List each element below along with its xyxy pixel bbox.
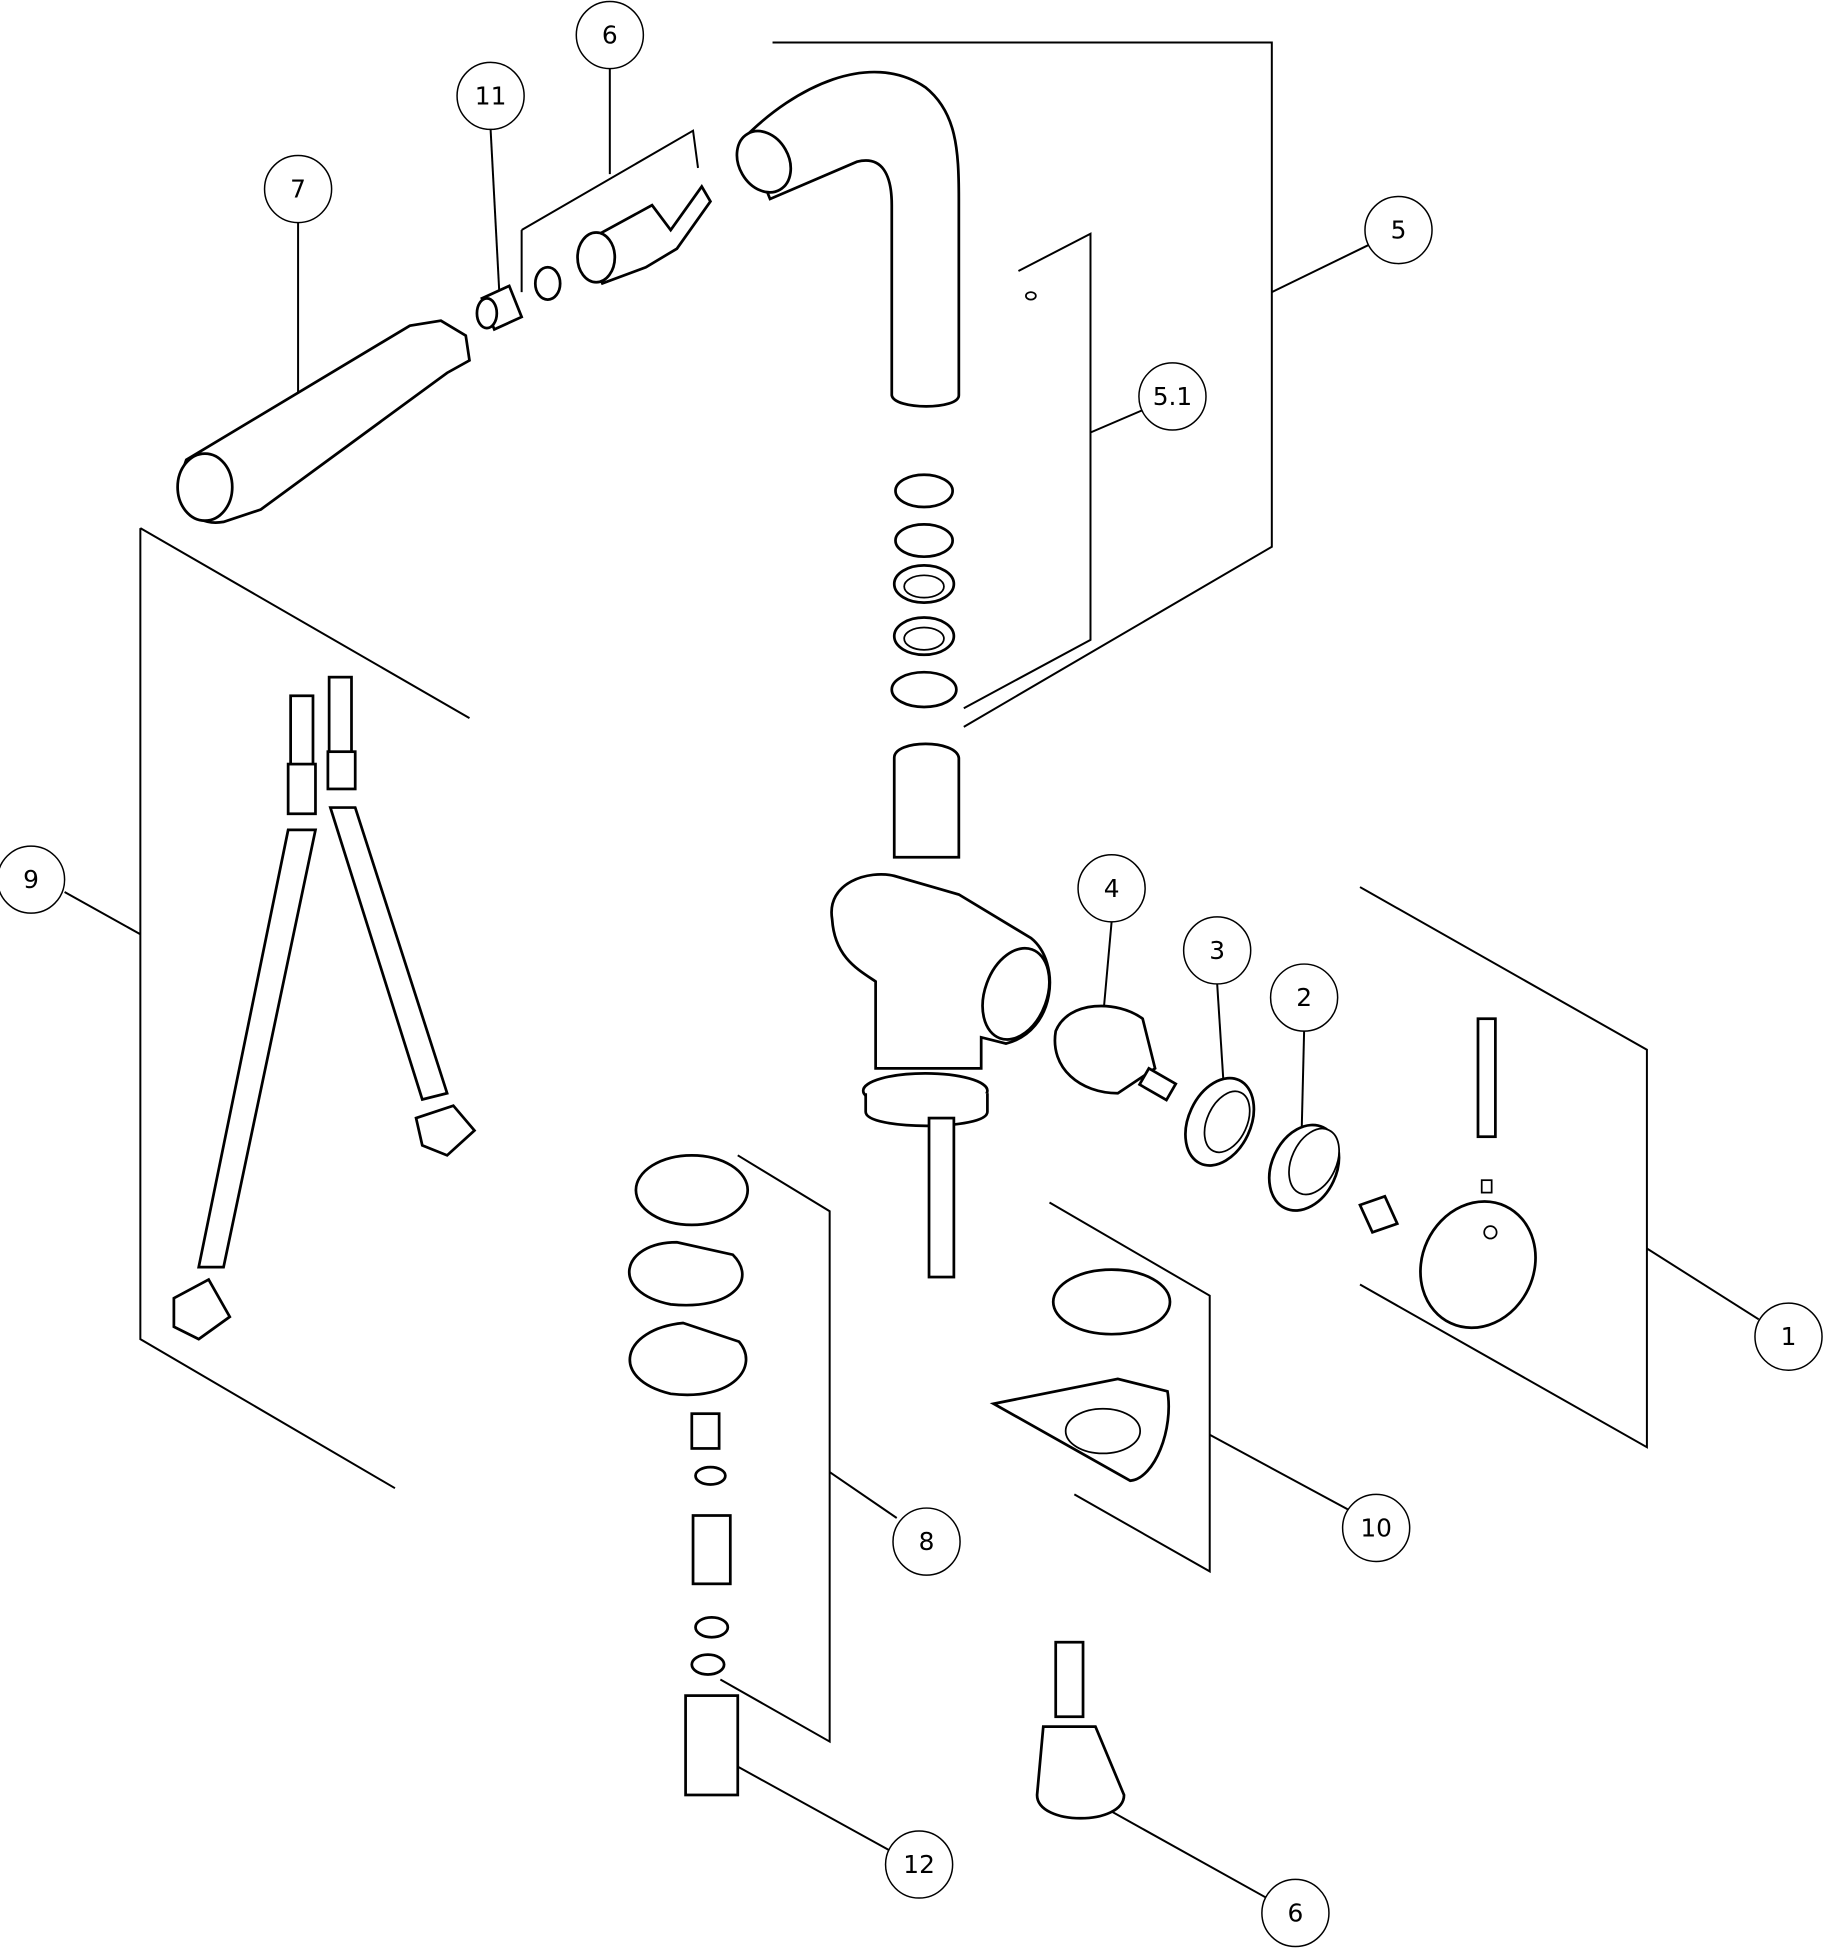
callout-6: 6 [1261, 1878, 1330, 1948]
callout-label: 12 [903, 1850, 935, 1879]
callout-circle [1077, 854, 1146, 923]
callout-label: 2 [1296, 983, 1312, 1012]
callout-label: 5.1 [1153, 382, 1193, 411]
callout-10: 10 [1341, 1493, 1411, 1563]
callout-7: 7 [263, 154, 333, 224]
callout-label: 4 [1104, 874, 1120, 903]
callout-5: 5 [1364, 195, 1433, 265]
bracket-10 [1049, 1201, 1211, 1574]
spout-part [735, 70, 1037, 408]
callout-label: 10 [1360, 1513, 1392, 1542]
callout-circle [884, 1830, 954, 1899]
callout-label: 9 [23, 865, 39, 894]
callout-4: 4 [1077, 854, 1146, 923]
bracket-1 [1359, 886, 1648, 1449]
callout-label: 3 [1209, 936, 1225, 965]
callout-11: 11 [456, 61, 525, 131]
cartridge-part [1053, 1004, 1178, 1102]
callout-5-1: 5.1 [1138, 362, 1207, 431]
aerator-part [475, 184, 713, 332]
callout-3: 3 [1182, 916, 1252, 985]
bracket-lines [64, 41, 1760, 1899]
callout-label: 6 [602, 21, 618, 50]
handle-part [1358, 1017, 1537, 1330]
bracket-5-1 [963, 232, 1092, 710]
callout-circle [1269, 963, 1339, 1032]
callout-circle [892, 1507, 961, 1576]
callout-label: 8 [919, 1527, 935, 1556]
callout-6: 6 [575, 0, 645, 70]
o-rings-part [890, 473, 958, 709]
threaded-ring-part [1184, 1076, 1256, 1167]
bracket-8 [719, 1154, 831, 1744]
callout-12: 12 [884, 1830, 954, 1899]
bracket-6 [521, 129, 699, 231]
callout-label: 5 [1391, 216, 1407, 245]
faucet-body-part [830, 742, 1052, 1279]
callout-1: 1 [1754, 1302, 1823, 1371]
callout-circle [1364, 195, 1433, 265]
callout-circle [0, 845, 66, 914]
callout-label: 6 [1288, 1898, 1304, 1927]
callout-label: 11 [475, 81, 507, 110]
valve-part [1035, 1640, 1126, 1820]
bracket-5 [772, 41, 1273, 728]
callout-8: 8 [892, 1507, 961, 1576]
callout-label: 7 [290, 175, 306, 204]
mounting-set-part [628, 1153, 750, 1797]
cover-cap-part [1267, 1123, 1341, 1212]
pull-out-spray-part [176, 319, 471, 524]
callout-2: 2 [1269, 963, 1339, 1032]
base-gasket-part [989, 1268, 1172, 1483]
callout-circle [1138, 362, 1207, 431]
callout-circle [1341, 1493, 1411, 1563]
callout-circle [575, 0, 645, 70]
callout-label: 1 [1781, 1322, 1797, 1351]
callout-circle [263, 154, 333, 224]
callout-circle [1754, 1302, 1823, 1371]
callout-circle [1261, 1878, 1330, 1948]
callout-9: 9 [0, 845, 66, 914]
callout-circle [1182, 916, 1252, 985]
hoses-part [172, 675, 477, 1341]
bracket-9 [139, 528, 396, 1490]
bracket-9-top [139, 527, 470, 720]
callout-circle [456, 61, 525, 131]
